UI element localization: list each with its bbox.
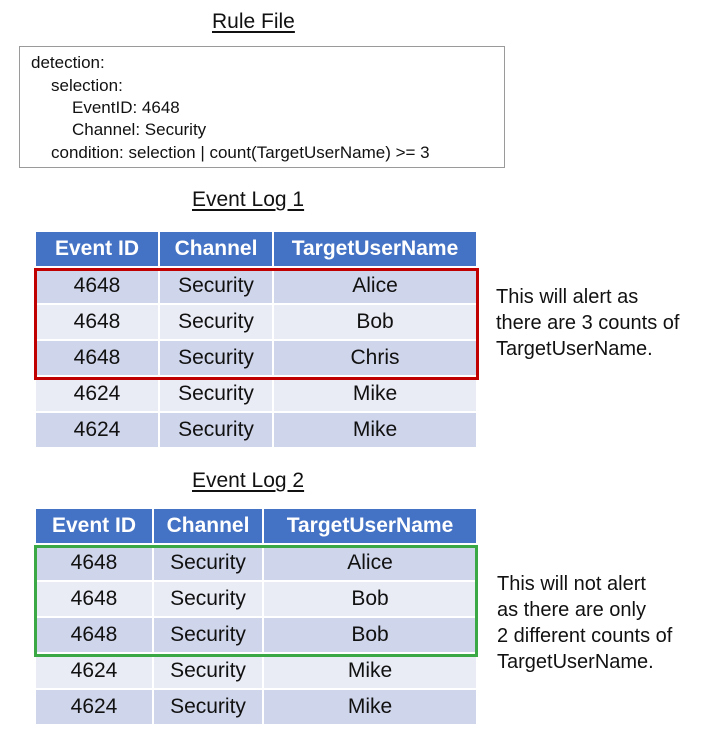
- cell-target-user-name: Mike: [263, 689, 476, 726]
- event-log-2-table: Event ID Channel TargetUserName 4648 Sec…: [36, 509, 476, 726]
- table-row: 4648 Security Chris: [36, 340, 476, 377]
- event-log-1-table: Event ID Channel TargetUserName 4648 Sec…: [36, 232, 476, 449]
- cell-event-id: 4648: [36, 304, 160, 341]
- column-header-target-user-name: TargetUserName: [263, 509, 476, 546]
- table-row: 4648 Security Alice: [36, 267, 476, 305]
- table-row: 4624 Security Mike: [36, 376, 476, 413]
- column-header-event-id: Event ID: [36, 232, 160, 269]
- rule-line-eventid: EventID: 4648: [72, 98, 180, 117]
- table-row: 4648 Security Bob: [36, 617, 476, 654]
- cell-target-user-name: Bob: [263, 581, 476, 618]
- cell-event-id: 4624: [36, 376, 160, 413]
- cell-channel: Security: [153, 544, 264, 582]
- cell-channel: Security: [159, 376, 274, 413]
- cell-target-user-name: Bob: [273, 304, 476, 341]
- event-log-2-note: This will not alert as there are only 2 …: [497, 571, 672, 675]
- table-header-row: Event ID Channel TargetUserName: [36, 232, 476, 269]
- note-line: 2 different counts of: [497, 625, 673, 647]
- cell-event-id: 4624: [36, 689, 154, 726]
- cell-event-id: 4624: [36, 412, 160, 449]
- cell-event-id: 4648: [36, 544, 154, 582]
- event-log-1-title: Event Log 1: [192, 188, 305, 211]
- rule-line-detection: detection:: [31, 53, 105, 72]
- rule-line-selection: selection:: [51, 76, 123, 95]
- table-row: 4624 Security Mike: [36, 689, 476, 726]
- cell-channel: Security: [159, 304, 274, 341]
- cell-channel: Security: [159, 340, 274, 377]
- rule-file-box: detection: selection: EventID: 4648 Chan…: [19, 46, 505, 168]
- cell-event-id: 4648: [36, 267, 160, 305]
- table-row: 4648 Security Bob: [36, 581, 476, 618]
- cell-channel: Security: [153, 689, 264, 726]
- event-log-2-title: Event Log 2: [192, 469, 305, 492]
- note-line: TargetUserName.: [496, 338, 653, 360]
- cell-target-user-name: Bob: [263, 617, 476, 654]
- cell-target-user-name: Chris: [273, 340, 476, 377]
- cell-channel: Security: [153, 581, 264, 618]
- cell-event-id: 4648: [36, 340, 160, 377]
- cell-target-user-name: Mike: [273, 376, 476, 413]
- rule-line-channel: Channel: Security: [72, 120, 207, 139]
- cell-event-id: 4648: [36, 581, 154, 618]
- table-header-row: Event ID Channel TargetUserName: [36, 509, 476, 546]
- note-line: there are 3 counts of: [496, 312, 680, 334]
- cell-target-user-name: Alice: [263, 544, 476, 582]
- cell-channel: Security: [159, 267, 274, 305]
- note-line: This will not alert: [497, 573, 646, 595]
- note-line: This will alert as: [496, 286, 639, 308]
- column-header-channel: Channel: [153, 509, 264, 546]
- column-header-event-id: Event ID: [36, 509, 154, 546]
- table-row: 4624 Security Mike: [36, 412, 476, 449]
- note-line: TargetUserName.: [497, 651, 654, 673]
- table-row: 4624 Security Mike: [36, 653, 476, 690]
- rule-file-title: Rule File: [212, 10, 295, 33]
- cell-target-user-name: Alice: [273, 267, 476, 305]
- column-header-target-user-name: TargetUserName: [273, 232, 476, 269]
- table-row: 4648 Security Bob: [36, 304, 476, 341]
- note-line: as there are only: [497, 599, 646, 621]
- cell-target-user-name: Mike: [263, 653, 476, 690]
- rule-line-condition: condition: selection | count(TargetUserN…: [51, 143, 430, 162]
- alert-highlight-box: [34, 268, 479, 380]
- column-header-channel: Channel: [159, 232, 274, 269]
- cell-event-id: 4624: [36, 653, 154, 690]
- cell-target-user-name: Mike: [273, 412, 476, 449]
- event-log-1-note: This will alert as there are 3 counts of…: [496, 284, 679, 362]
- cell-channel: Security: [153, 653, 264, 690]
- cell-event-id: 4648: [36, 617, 154, 654]
- table-row: 4648 Security Alice: [36, 544, 476, 582]
- no-alert-highlight-box: [34, 545, 478, 657]
- cell-channel: Security: [159, 412, 274, 449]
- cell-channel: Security: [153, 617, 264, 654]
